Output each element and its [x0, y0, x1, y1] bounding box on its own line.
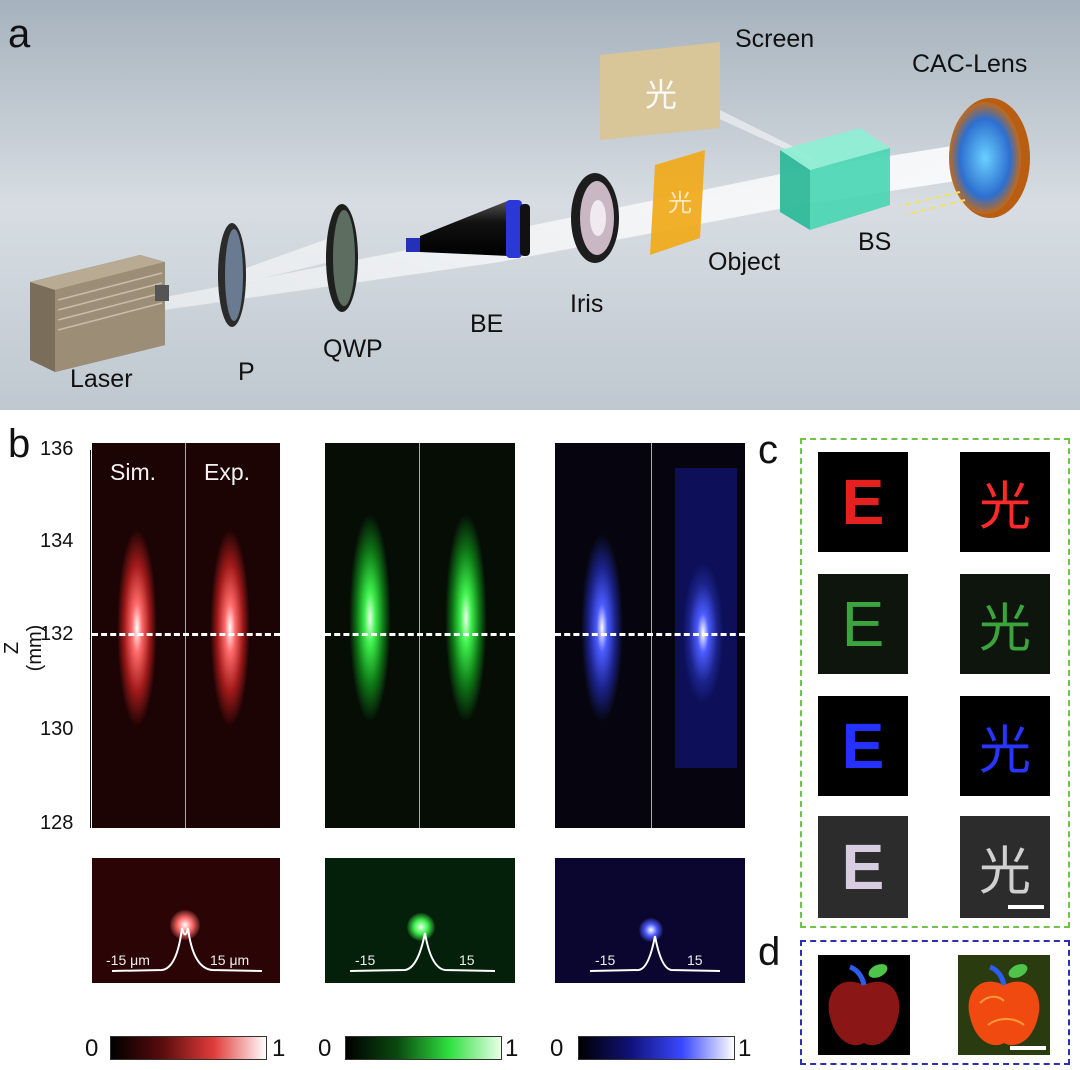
- green-profile-right: 15: [459, 952, 475, 968]
- cac-lens: [949, 98, 1030, 218]
- z-axis-title: Z (mm): [1, 624, 46, 672]
- green-colorbar-min: 0: [318, 1035, 332, 1062]
- col-exp-label: Exp.: [204, 459, 251, 485]
- white-char: 光: [978, 843, 1031, 902]
- red-E-letter: E: [841, 466, 885, 538]
- blue-colorbar-min: 0: [550, 1035, 564, 1062]
- label-screen: Screen: [735, 25, 815, 53]
- blue-char: 光: [978, 722, 1031, 781]
- reflected-beam: [690, 95, 820, 165]
- green-colorbar-max: 1: [505, 1035, 519, 1062]
- beam-expander: [406, 200, 530, 258]
- panel-b-letter: b: [8, 422, 31, 466]
- panel-d-letter: d: [758, 930, 781, 974]
- red-colorbar: [110, 1036, 267, 1060]
- beam-splitter-cube: [780, 128, 890, 230]
- z-axis-line: [90, 450, 91, 828]
- panel-c-frame: [800, 438, 1070, 928]
- green-char-image: 光: [960, 574, 1050, 674]
- red-char-image: 光: [960, 452, 1050, 552]
- blue-sim-focus: [581, 533, 623, 723]
- panel-a-letter: a: [8, 12, 31, 56]
- z-tick-132: 132: [40, 623, 74, 645]
- green-colorbar: [345, 1036, 502, 1060]
- z-tick-128: 128: [40, 812, 74, 834]
- panel-a: 光 光 a Screen CAC-Lens Object BS Iris BE …: [0, 0, 1080, 410]
- blue-char-image: 光: [960, 696, 1050, 796]
- green-profile-left: -15: [355, 952, 376, 968]
- green-exp-focus: [445, 513, 487, 723]
- red-intensity-profile: [111, 927, 263, 972]
- iris: [571, 173, 619, 263]
- screen: [600, 42, 720, 140]
- object-character: 光: [668, 190, 692, 217]
- red-colorbar-max: 1: [272, 1035, 286, 1062]
- focal-line-blue: [555, 633, 745, 636]
- red-colorbar-min: 0: [85, 1035, 99, 1062]
- optical-setup-illustration: [0, 0, 1080, 410]
- red-char: 光: [978, 478, 1031, 537]
- z-tick-130: 130: [40, 718, 74, 740]
- green-E-letter: E: [841, 588, 885, 660]
- scale-bar-d: [1010, 1046, 1046, 1050]
- red-E-image: E: [818, 452, 908, 552]
- blue-colorbar: [578, 1036, 735, 1060]
- label-bs: BS: [858, 228, 892, 256]
- apple-sim-drawing: [828, 964, 900, 1046]
- green-intensity-profile: [349, 932, 496, 972]
- col-sim-label: Sim.: [110, 459, 156, 485]
- white-char-image: 光: [960, 816, 1050, 918]
- panel-c-letter: c: [758, 428, 778, 472]
- red-profile-left: -15 μm: [106, 952, 150, 968]
- screen-character: 光: [645, 77, 678, 113]
- focal-line-green: [325, 633, 515, 636]
- blue-profile-right: 15: [687, 952, 703, 968]
- green-sim-focus: [349, 513, 391, 723]
- scale-bar-c: [1008, 905, 1044, 909]
- blue-intensity-profile: [589, 935, 721, 972]
- z-tick-136: 136: [40, 438, 74, 460]
- white-E-image: E: [818, 816, 908, 918]
- red-profile-right: 15 μm: [210, 952, 250, 968]
- green-focal-spot: [407, 913, 435, 941]
- label-qwp: QWP: [323, 335, 383, 363]
- green-E-image: E: [818, 574, 908, 674]
- label-p: P: [238, 358, 255, 386]
- label-be: BE: [470, 310, 504, 338]
- blue-colorbar-max: 1: [738, 1035, 752, 1062]
- red-focal-spot-panel: -15 μm 15 μm: [92, 858, 280, 983]
- laser-device: [30, 255, 169, 372]
- quarter-wave-plate: [326, 204, 358, 312]
- white-E-letter: E: [841, 831, 885, 903]
- focal-line-red: [92, 633, 280, 636]
- label-iris: Iris: [570, 290, 604, 318]
- apple-exp-image: [958, 955, 1050, 1055]
- apple-exp-drawing: [968, 964, 1040, 1046]
- blue-profile-left: -15: [595, 952, 616, 968]
- blue-focal-spot-panel: -15 15: [555, 858, 745, 983]
- z-tick-134: 134: [40, 530, 74, 552]
- blue-focal-spot: [639, 918, 663, 942]
- red-exp-focus: [210, 528, 250, 728]
- label-cac-lens: CAC-Lens: [912, 50, 1028, 78]
- label-laser: Laser: [70, 365, 133, 393]
- panel-d-frame: [800, 940, 1070, 1065]
- green-char: 光: [978, 600, 1031, 659]
- apple-sim-image: [818, 955, 910, 1055]
- red-sim-focus: [117, 528, 157, 728]
- blue-E-image: E: [818, 696, 908, 796]
- object-plate: [650, 150, 705, 255]
- green-focal-spot-panel: -15 15: [325, 858, 515, 983]
- polarizer-p: [218, 223, 246, 327]
- blue-E-letter: E: [841, 710, 885, 782]
- label-object: Object: [708, 248, 781, 276]
